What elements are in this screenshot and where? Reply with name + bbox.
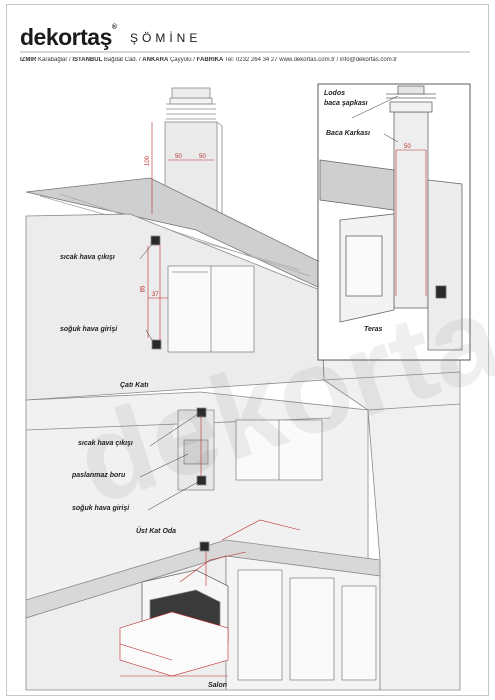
- label-hot-air-outlet-mid: sıcak hava çıkışı: [78, 440, 133, 447]
- label-salon: Salon: [208, 682, 228, 689]
- hot-air-vent-top: [150, 235, 161, 246]
- label-cold-air-inlet-top: soğuk hava girişi: [60, 326, 118, 333]
- addr-city-3: ANKARA: [142, 57, 169, 63]
- label-terrace: Teras: [364, 326, 383, 333]
- steel-pipe: [183, 439, 209, 465]
- dim-inset-width: 50: [404, 144, 411, 150]
- addr-contact: Tel: 0232 264 34 27 www.dekortas.com.tr …: [223, 57, 398, 63]
- dim-main-width-2: 50: [199, 154, 206, 160]
- addr-text-2: Bağdat Cad. /: [102, 57, 143, 63]
- dim-main-width-1: 50: [175, 154, 182, 160]
- dim-side-width: 37: [152, 292, 159, 298]
- label-lodos: Lodos: [324, 90, 345, 97]
- salon-vent: [199, 541, 210, 552]
- addr-factory: FABRİKA: [196, 57, 224, 63]
- brand-name: dekortaş: [20, 24, 112, 50]
- label-hot-air-outlet-top: sıcak hava çıkışı: [60, 254, 115, 261]
- addr-city-1: İZMİR: [20, 57, 37, 63]
- sub-brand: ŞÖMİNE: [130, 31, 202, 45]
- fireplace: [119, 569, 229, 677]
- dim-main-height: 100: [145, 155, 152, 167]
- hot-air-vent-mid: [196, 407, 207, 418]
- cold-air-vent-top: [151, 339, 162, 350]
- brand-logo: dekortaş®: [20, 24, 117, 51]
- addr-text-1: Karabağlar /: [36, 57, 73, 63]
- label-upper-room: Üst Kat Oda: [136, 528, 177, 535]
- label-chimney-frame: Baca Karkası: [326, 130, 370, 137]
- brand-registered-mark: ®: [111, 24, 117, 31]
- label-chimney-cap: baca şapkası: [324, 100, 368, 107]
- label-stainless-pipe: paslanmaz boru: [72, 472, 126, 479]
- addr-text-3: Çayyolu /: [168, 57, 197, 63]
- terrace-inset: [317, 83, 471, 361]
- label-cold-air-inlet-mid: soğuk hava girişi: [72, 505, 130, 512]
- cold-air-vent-mid: [196, 475, 207, 486]
- addr-city-2: İSTANBUL: [72, 57, 103, 63]
- label-attic: Çatı Katı: [120, 382, 149, 389]
- address-line: İZMİR Karabağlar / İSTANBUL Bağdat Cad. …: [20, 57, 480, 63]
- dim-side-height: 85: [140, 285, 147, 293]
